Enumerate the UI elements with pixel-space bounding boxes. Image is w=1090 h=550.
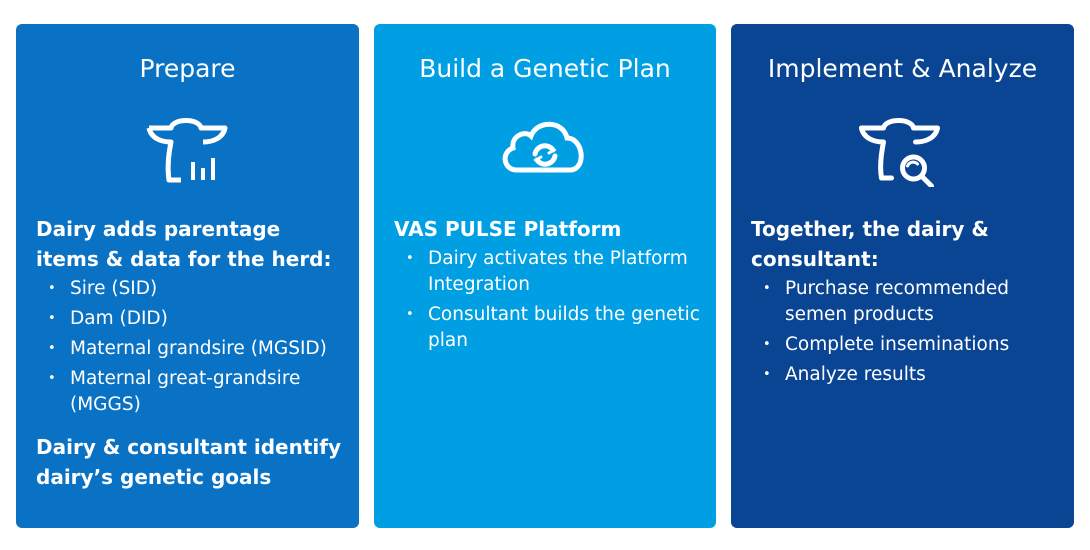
platform-list: Dairy activates the Platform Integration… — [394, 246, 702, 354]
cloud-sync-icon — [502, 121, 584, 173]
prepare-panel: Prepare Dairy adds parentage items & dat… — [16, 24, 359, 528]
panel-title: Prepare — [139, 54, 236, 83]
list-item: Dairy activates the Platform Integration — [406, 246, 702, 298]
parentage-list: Sire (SID) Dam (DID) Maternal grandsire … — [36, 276, 345, 418]
list-item: Consultant builds the genetic plan — [406, 302, 702, 354]
build-plan-panel: Build a Genetic Plan VAS PULSE Platform … — [374, 24, 716, 528]
cow-search-icon — [858, 118, 940, 187]
panel-footer: Dairy & consultant identify dairy’s gene… — [36, 435, 341, 489]
panel-title: Implement & Analyze — [767, 54, 1038, 83]
list-item: Maternal grandsire (MGSID) — [48, 336, 345, 362]
steps-list: Purchase recommended semen products Comp… — [751, 276, 1060, 388]
panel-heading: VAS PULSE Platform — [394, 217, 622, 241]
list-item: Complete inseminations — [763, 332, 1060, 358]
implement-panel: Implement & Analyze Together, the dairy … — [731, 24, 1074, 528]
cow-chart-icon — [146, 118, 227, 183]
panel-title: Build a Genetic Plan — [419, 54, 671, 83]
panel-heading: Dairy adds parentage items & data for th… — [36, 217, 332, 271]
panel-heading: Together, the dairy & consultant: — [751, 217, 989, 271]
list-item: Purchase recommended semen products — [763, 276, 1060, 328]
list-item: Analyze results — [763, 362, 1060, 388]
list-item: Maternal great-grandsire (MGGS) — [48, 366, 345, 418]
list-item: Dam (DID) — [48, 306, 345, 332]
list-item: Sire (SID) — [48, 276, 345, 302]
